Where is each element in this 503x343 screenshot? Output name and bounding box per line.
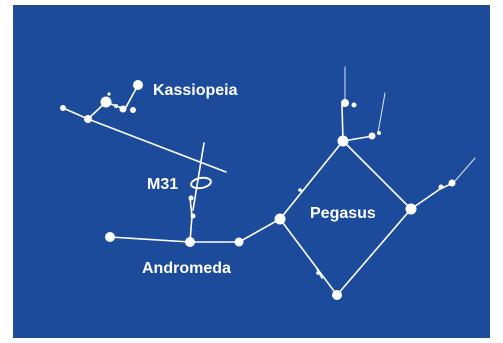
star — [377, 131, 381, 135]
constellation-lines — [62, 84, 454, 296]
star — [337, 135, 349, 147]
andromeda-line — [189, 197, 193, 217]
star — [332, 290, 342, 300]
stars — [60, 80, 456, 300]
star-chart-panel: Kassiopeia M31 Pegasus Andromeda — [13, 5, 490, 338]
star — [298, 188, 302, 192]
label-m31: M31 — [147, 176, 178, 193]
ray — [377, 92, 386, 134]
star — [234, 237, 244, 247]
star — [84, 115, 92, 123]
star — [274, 213, 286, 225]
star — [105, 232, 115, 242]
star — [438, 184, 444, 190]
label-pegasus: Pegasus — [310, 205, 376, 222]
star — [405, 203, 417, 215]
rays — [344, 66, 476, 182]
star — [114, 104, 118, 108]
andromeda-line — [238, 218, 281, 243]
star — [316, 271, 320, 275]
star — [448, 179, 456, 187]
star — [119, 105, 127, 113]
star — [341, 99, 349, 107]
pegasus-line — [410, 188, 441, 210]
star — [107, 92, 111, 96]
pointer-line — [192, 142, 205, 211]
kassiopeia-line — [62, 107, 89, 120]
star — [185, 237, 195, 247]
pegasus-line — [342, 140, 412, 210]
star — [130, 107, 136, 113]
pointer-line — [87, 118, 227, 173]
star — [60, 105, 66, 111]
andromeda-line — [109, 236, 191, 243]
star — [188, 195, 194, 201]
star — [133, 80, 143, 90]
label-andromeda: Andromeda — [142, 260, 231, 277]
star-chart: Kassiopeia M31 Pegasus Andromeda — [60, 66, 476, 300]
label-kassiopeia: Kassiopeia — [153, 82, 238, 99]
star — [100, 96, 112, 108]
ray — [454, 157, 476, 182]
star — [351, 102, 357, 108]
pegasus-line — [336, 208, 412, 296]
star — [190, 213, 196, 219]
pegasus-line — [341, 104, 344, 142]
m31-galaxy — [190, 176, 212, 190]
pegasus-line — [279, 218, 338, 296]
star — [368, 132, 376, 140]
pegasus-line — [279, 140, 344, 220]
